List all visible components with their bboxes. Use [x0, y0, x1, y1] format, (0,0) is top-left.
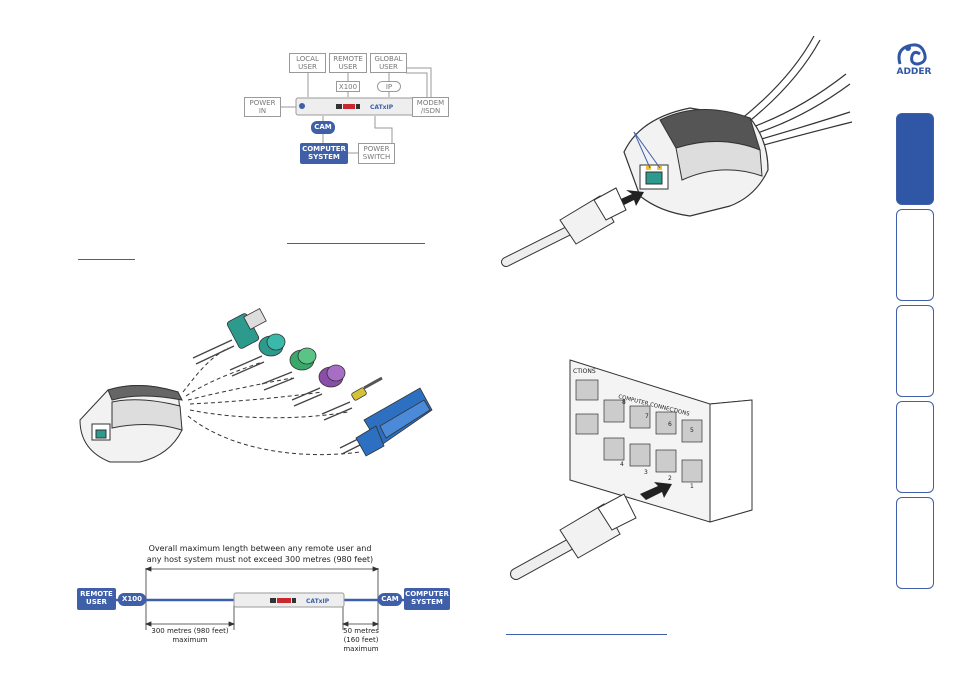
overall-length-note-1: Overall maximum length between any remot…	[148, 544, 372, 553]
svg-text:CATxIP: CATxIP	[306, 598, 330, 605]
svg-text:4: 4	[620, 461, 624, 468]
power-switch-box: POWER SWITCH	[358, 143, 395, 164]
svg-text:5: 5	[690, 427, 694, 434]
left-length-label: 300 metres (980 feet) maximum	[151, 627, 229, 644]
local-user-box: LOCAL USER	[289, 53, 326, 73]
connections-label: CTIONS	[573, 368, 596, 375]
svg-text:2: 2	[668, 475, 672, 482]
nav-tab-3[interactable]	[896, 305, 934, 397]
cam-badge: CAM	[311, 121, 335, 134]
overall-length-note-2: any host system must not exceed 300 metr…	[146, 555, 374, 564]
nav-tab-2[interactable]	[896, 209, 934, 301]
svg-text:3: 3	[644, 469, 648, 476]
adder-wordmark: ADDER	[896, 67, 932, 77]
svg-text:7: 7	[645, 413, 649, 420]
adder-snake-icon	[897, 43, 927, 66]
nav-tab-1[interactable]	[896, 113, 934, 205]
nav-tab-4[interactable]	[896, 401, 934, 493]
device-logo: CATxIP	[370, 104, 394, 111]
adder-logo: ADDER	[890, 36, 938, 78]
right-length-label: 50 metres (160 feet) maximum	[343, 627, 379, 653]
global-user-box: GLOBAL USER	[370, 53, 407, 73]
distance-x100: X100	[118, 593, 146, 606]
modem-box: MODEM /ISDN	[412, 97, 449, 117]
power-in-box: POWER IN	[244, 97, 281, 117]
distance-remote-user: REMOTE USER	[77, 588, 116, 610]
svg-text:8: 8	[622, 399, 626, 406]
link-underline-left[interactable]	[78, 259, 135, 260]
svg-text:1: 1	[690, 483, 694, 490]
distance-cam: CAM	[378, 593, 402, 606]
ip-cloud: IP	[377, 81, 401, 92]
link-underline-top[interactable]	[287, 243, 425, 244]
distance-computer-system: COMPUTER SYSTEM	[404, 588, 450, 610]
nav-tab-5[interactable]	[896, 497, 934, 589]
computer-system-box: COMPUTER SYSTEM	[300, 143, 348, 164]
x100-box: X100	[336, 81, 360, 92]
remote-user-box: REMOTE USER	[329, 53, 367, 73]
svg-text:6: 6	[668, 421, 672, 428]
link-underline-bottom[interactable]	[506, 634, 667, 635]
